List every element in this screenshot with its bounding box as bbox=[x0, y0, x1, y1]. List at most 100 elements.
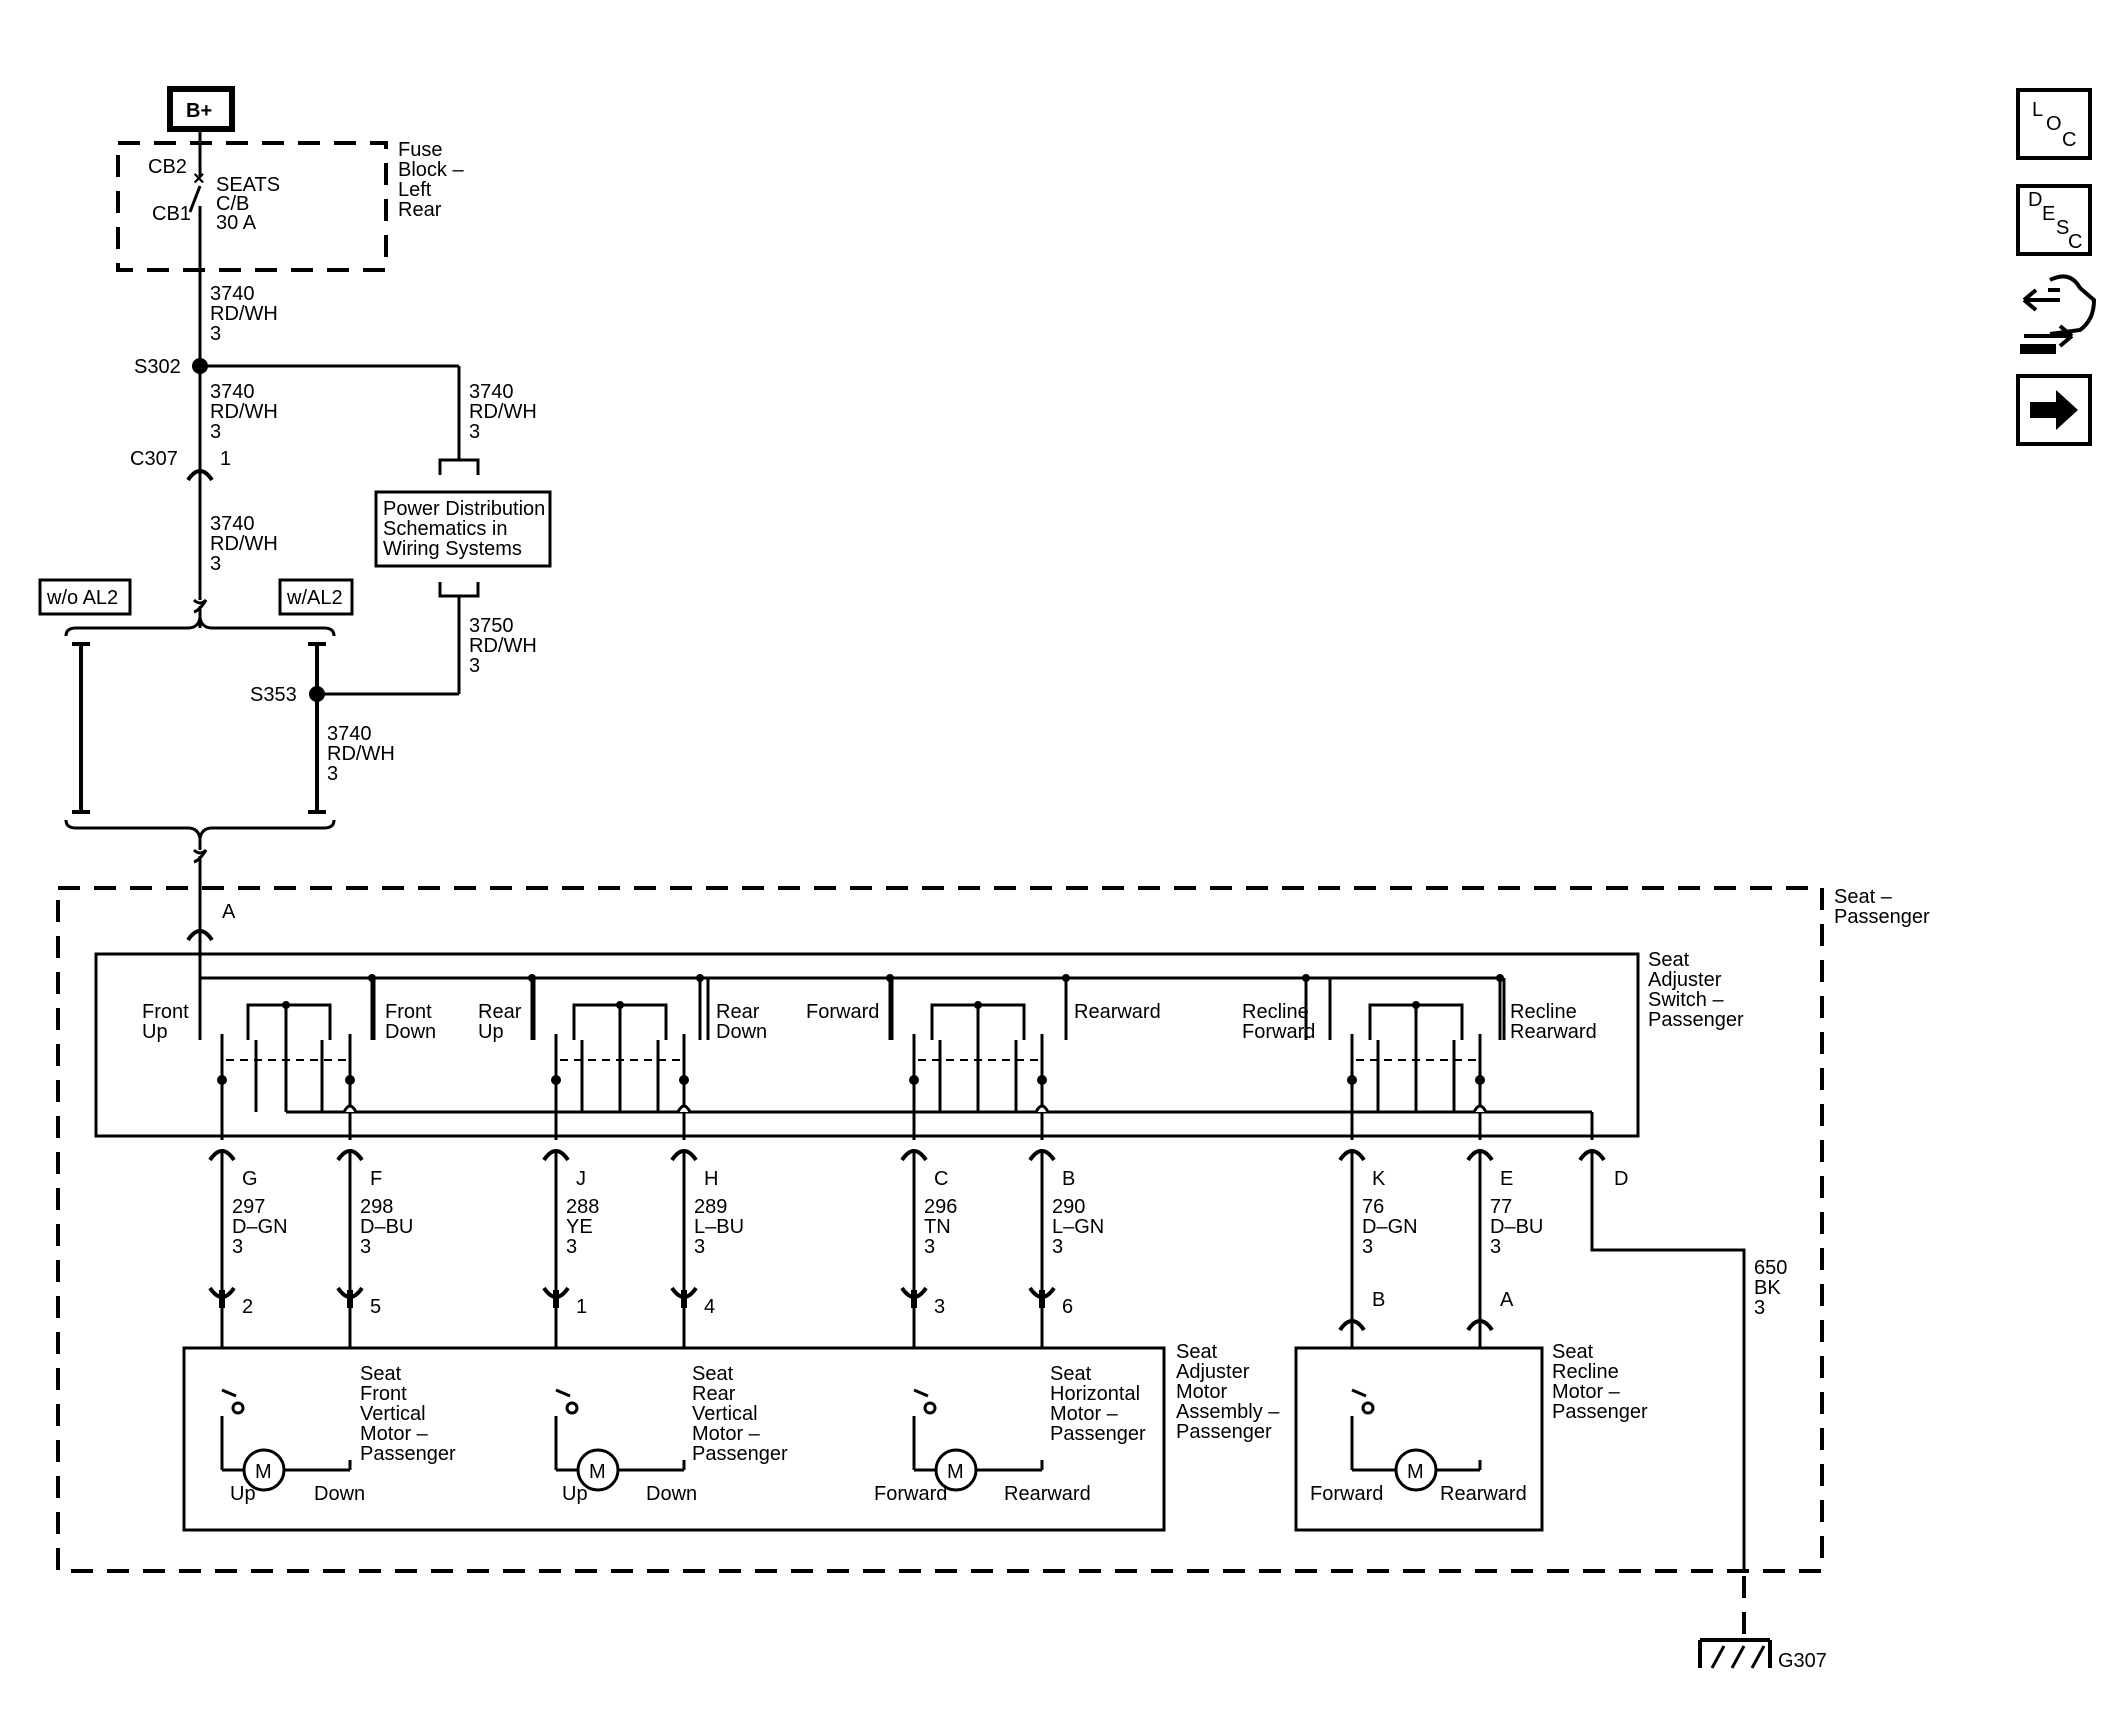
motor-pin-label: A bbox=[1500, 1289, 1514, 1311]
motor-circle bbox=[934, 1448, 978, 1492]
svg-text:C: C bbox=[2062, 129, 2076, 151]
power-distribution-box bbox=[374, 490, 552, 568]
loc-icon[interactable]: L O C bbox=[2016, 88, 2092, 160]
wire-label-3740-e: 3740 RD/WH 3 bbox=[327, 723, 400, 785]
breaker-mark: × bbox=[193, 168, 205, 190]
option-w-al2: w/AL2 bbox=[286, 587, 343, 609]
switch-pin-label: B bbox=[1062, 1168, 1075, 1190]
motor-assembly-label: Seat Adjuster Motor Assembly – Passenger bbox=[1176, 1341, 1285, 1443]
switch-pin-label: F bbox=[370, 1168, 382, 1190]
seat-passenger-outline bbox=[56, 886, 1824, 1573]
switch-section bbox=[532, 978, 710, 1140]
svg-text:S: S bbox=[2056, 217, 2069, 239]
limit-switch bbox=[555, 1388, 571, 1398]
motor-m-label: M bbox=[1407, 1461, 1424, 1483]
motor-pin-label: 5 bbox=[370, 1296, 381, 1318]
seat-adjuster-switch-label: Seat Adjuster Switch – Passenger bbox=[1648, 949, 1744, 1031]
pin-d-label: D bbox=[1614, 1168, 1628, 1190]
wire-label-3740-c: 3740 RD/WH 3 bbox=[210, 513, 283, 575]
fuse-block-outline bbox=[116, 141, 388, 272]
limit-switch bbox=[913, 1388, 929, 1398]
switch-pin-label: G bbox=[242, 1168, 258, 1190]
cb2-label: CB2 bbox=[148, 156, 187, 178]
supply-junction bbox=[696, 974, 704, 982]
harness-connector-icon[interactable] bbox=[2020, 274, 2097, 354]
c307-label: C307 bbox=[130, 448, 178, 470]
seat-passenger-label: Seat – Passenger bbox=[1834, 886, 1930, 928]
ground-wire-label: 650 BK 3 bbox=[1754, 1257, 1793, 1319]
motor: M bbox=[554, 1388, 686, 1492]
svg-text:E: E bbox=[2042, 203, 2055, 225]
motor-m-label: M bbox=[255, 1461, 272, 1483]
motor: M bbox=[220, 1388, 352, 1492]
circuit-breaker-symbol bbox=[188, 185, 202, 213]
desc-icon[interactable]: D E S C bbox=[2016, 184, 2092, 256]
option-wo-al2: w/o AL2 bbox=[46, 587, 118, 609]
label-rearward-1: Rearward bbox=[1004, 1483, 1091, 1505]
s302-label: S302 bbox=[134, 356, 181, 378]
motor-m-label: M bbox=[947, 1461, 964, 1483]
motor: M bbox=[912, 1388, 1044, 1492]
motor: M bbox=[1350, 1388, 1482, 1492]
switch-pin-label: H bbox=[704, 1168, 718, 1190]
seat-adjuster-switch-box bbox=[94, 952, 1640, 1138]
switch-pin-label: J bbox=[576, 1168, 586, 1190]
seats-cb-label: SEATS C/B 30 A bbox=[216, 174, 286, 234]
switch-pin-label: K bbox=[1372, 1168, 1386, 1190]
seat-recline-motor-box bbox=[1294, 1346, 1544, 1532]
supply-junction bbox=[368, 974, 376, 982]
option-brace-bottom bbox=[64, 819, 336, 839]
motor-pin-label: B bbox=[1372, 1289, 1385, 1311]
recline-motor-label: Seat Recline Motor – Passenger bbox=[1552, 1341, 1648, 1423]
svg-text:L: L bbox=[2032, 99, 2043, 121]
motor-pin-label: 6 bbox=[1062, 1296, 1073, 1318]
svg-text:O: O bbox=[2046, 113, 2062, 135]
supply-junction bbox=[528, 974, 536, 982]
label-forward-2: Forward bbox=[1310, 1483, 1383, 1505]
wire-label-3740-a: 3740 RD/WH 3 bbox=[210, 283, 283, 345]
switch-section bbox=[890, 978, 1068, 1140]
motor-m-label: M bbox=[589, 1461, 606, 1483]
label-rearward: Rearward bbox=[1074, 1001, 1161, 1023]
wire-label-3740-d: 3740 RD/WH 3 bbox=[469, 381, 542, 443]
switch-sections bbox=[198, 974, 1506, 1140]
supply-junction bbox=[1302, 974, 1310, 982]
label-down-2: Down bbox=[646, 1483, 697, 1505]
label-forward-1: Forward bbox=[874, 1483, 947, 1505]
front-vertical-motor-label: Seat Front Vertical Motor – Passenger bbox=[360, 1363, 456, 1465]
supply-junction bbox=[886, 974, 894, 982]
s353-label: S353 bbox=[250, 684, 297, 706]
motor-pin-label: 4 bbox=[704, 1296, 715, 1318]
cb1-label: CB1 bbox=[152, 203, 191, 225]
ground-g307-label: G307 bbox=[1778, 1650, 1827, 1672]
motor-pin-label: 1 bbox=[576, 1296, 587, 1318]
wire-label-3750: 3750 RD/WH 3 bbox=[469, 615, 542, 677]
option-w-al2-box bbox=[278, 578, 354, 616]
supply-junction bbox=[1062, 974, 1070, 982]
svg-text:C: C bbox=[2068, 231, 2082, 253]
ground-symbol bbox=[1698, 1638, 1772, 1669]
pin-a-label: A bbox=[222, 901, 236, 923]
ground-wire bbox=[1590, 1150, 1746, 1570]
next-arrow-icon[interactable] bbox=[2016, 374, 2092, 446]
switch-pin-label: E bbox=[1500, 1168, 1513, 1190]
label-up-2: Up bbox=[562, 1483, 588, 1505]
motor-pin-label: 2 bbox=[242, 1296, 253, 1318]
svg-text:D: D bbox=[2028, 189, 2042, 211]
